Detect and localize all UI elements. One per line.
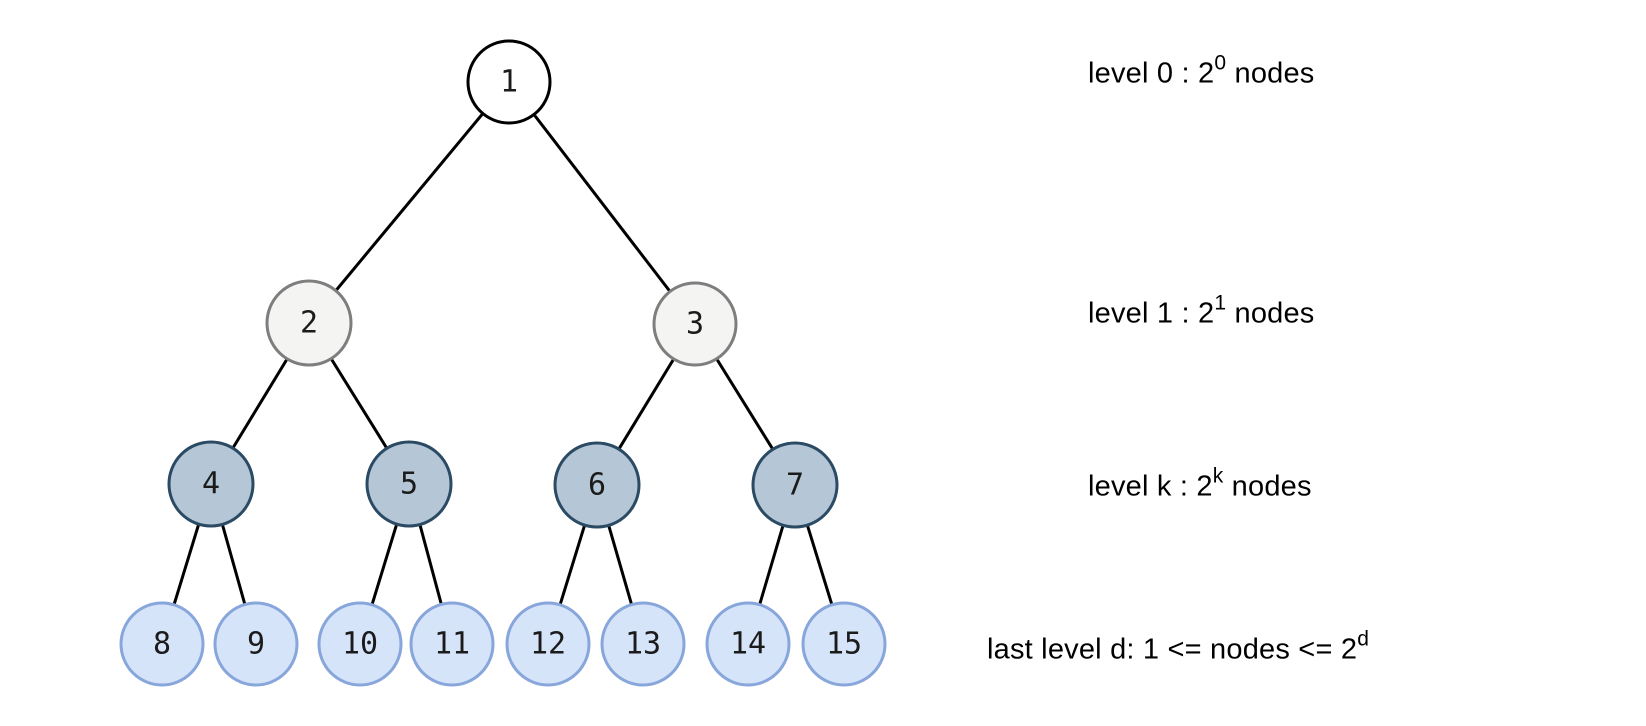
annotation-level-k: level k : 2k nodes	[1088, 466, 1312, 504]
tree-node-circle	[167, 440, 255, 528]
annotation-level-0: level 0 : 20 nodes	[1088, 53, 1315, 91]
tree-node: 13	[600, 601, 686, 687]
annotation-text: level 1 :	[1088, 297, 1198, 330]
tree-node-label: 15	[826, 627, 862, 662]
annotation-text: level 0 :	[1088, 57, 1198, 90]
annotation-base: 2	[1196, 470, 1213, 503]
annotation-base: 2	[1340, 633, 1358, 666]
tree-edge	[507, 81, 697, 325]
tree-node-label: 6	[588, 468, 606, 503]
tree-edge	[307, 81, 511, 324]
annotation-base: 2	[1198, 297, 1215, 330]
annotation-last-level: last level d: 1 <= nodes <= 2d	[987, 629, 1369, 667]
annotation-level-1: level 1 : 21 nodes	[1088, 293, 1315, 331]
tree-node-label: 10	[342, 627, 378, 662]
tree-node: 5	[365, 440, 453, 528]
tree-node: 10	[317, 601, 403, 687]
annotation-exponent: d	[1357, 627, 1370, 651]
tree-node-circle	[213, 601, 299, 687]
annotation-exponent: k	[1212, 464, 1224, 488]
annotation-base: 2	[1198, 57, 1215, 90]
tree-node-circle	[801, 601, 887, 687]
tree-node-circle	[751, 441, 839, 529]
tree-node-circle	[365, 440, 453, 528]
tree-node: 6	[553, 441, 641, 529]
tree-node: 11	[409, 601, 495, 687]
tree-node-label: 3	[686, 307, 704, 342]
tree-node-label: 2	[300, 306, 318, 341]
tree-node-circle	[652, 281, 738, 367]
tree-node-label: 13	[625, 627, 661, 662]
annotation-exponent: 1	[1214, 291, 1227, 315]
tree-node-circle	[409, 601, 495, 687]
tree-node: 1	[466, 39, 552, 125]
tree-node-label: 4	[202, 467, 220, 502]
tree-node-label: 7	[786, 468, 804, 503]
tree-node-circle	[705, 601, 791, 687]
annotation-text: last level d: 1 <= nodes <=	[987, 633, 1341, 666]
tree-node: 14	[705, 601, 791, 687]
tree-node-label: 1	[500, 65, 518, 100]
tree-node-label: 12	[530, 627, 566, 662]
tree-node-circle	[553, 441, 641, 529]
tree-node-label: 9	[247, 627, 265, 662]
annotation-suffix: nodes	[1226, 297, 1315, 330]
annotation-exponent: 0	[1214, 51, 1227, 75]
tree-node-circle	[317, 601, 403, 687]
tree-node-label: 14	[730, 627, 766, 662]
tree-node-circle	[505, 601, 591, 687]
tree-node: 3	[652, 281, 738, 367]
annotation-text: level k :	[1088, 470, 1197, 503]
tree-node-circle	[466, 39, 552, 125]
annotation-suffix: nodes	[1226, 57, 1315, 90]
tree-node: 8	[119, 601, 205, 687]
annotation-suffix: nodes	[1223, 470, 1312, 503]
tree-node: 9	[213, 601, 299, 687]
tree-node-circle	[265, 279, 353, 367]
tree-node-circle	[600, 601, 686, 687]
tree-node: 2	[265, 279, 353, 367]
tree-node-label: 8	[153, 627, 171, 662]
tree-node: 7	[751, 441, 839, 529]
tree-node-label: 11	[434, 627, 470, 662]
tree-node: 12	[505, 601, 591, 687]
tree-node-circle	[119, 601, 205, 687]
tree-node-label: 5	[400, 467, 418, 502]
tree-node: 4	[167, 440, 255, 528]
tree-node: 15	[801, 601, 887, 687]
